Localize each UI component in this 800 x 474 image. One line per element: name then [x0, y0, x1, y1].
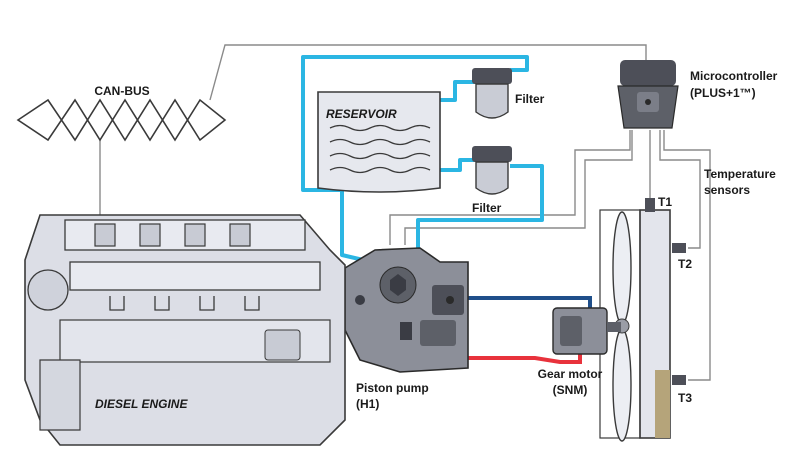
microcontroller-top — [620, 60, 676, 86]
engine-injector — [139, 223, 161, 247]
engine-pulley — [27, 269, 69, 311]
reservoir-tank — [317, 91, 441, 193]
filter-top: Filter — [472, 68, 545, 119]
controller-to-t3-wire — [663, 130, 711, 381]
engine-oil-filter — [39, 359, 81, 431]
piston-pump-shaft — [390, 274, 406, 296]
reservoir-label: RESERVOIR — [326, 107, 397, 121]
reservoir-to-top-filter-line — [440, 80, 476, 102]
microcontroller: Microcontroller (PLUS+1™) — [617, 60, 778, 129]
can-bus-label: CAN-BUS — [94, 84, 149, 98]
microcontroller-model-label: (PLUS+1™) — [690, 86, 756, 100]
sensor-t2: T2 — [672, 243, 692, 271]
filter-bottom-head — [472, 146, 512, 162]
filter-bottom-label: Filter — [472, 201, 502, 215]
gear-motor-shaft — [607, 322, 621, 332]
engine-exhaust-port — [199, 296, 215, 311]
sensor-t3-label: T3 — [678, 391, 692, 405]
can-bus-to-controller-wire — [209, 44, 647, 101]
piston-pump: Piston pump (H1) — [344, 247, 469, 411]
engine-injector — [94, 223, 116, 247]
microcontroller-label: Microcontroller — [690, 69, 778, 83]
piston-pump-bolt — [355, 295, 365, 305]
filter-top-head — [472, 68, 512, 84]
engine-intake-manifold — [69, 261, 321, 291]
engine-exhaust-port — [109, 296, 125, 311]
gear-motor: Gear motor (SNM) — [538, 307, 621, 397]
radiator — [599, 209, 671, 439]
sensor-t1-body — [645, 198, 655, 212]
engine-exhaust-port — [154, 296, 170, 311]
gear-motor-label: Gear motor — [538, 367, 603, 381]
filter-top-canister — [475, 83, 509, 119]
engine-exhaust-port — [244, 296, 260, 311]
can-bus: CAN-BUS — [16, 84, 227, 142]
fan-blade-top — [612, 211, 632, 325]
can-bus-twisted-pair — [16, 98, 227, 142]
radiator-coolant — [655, 370, 670, 438]
diesel-engine: DIESEL ENGINE — [24, 214, 346, 446]
sensor-t2-label: T2 — [678, 257, 692, 271]
filter-top-label: Filter — [515, 92, 545, 106]
temperature-sensors-label: Temperature — [704, 167, 776, 181]
piston-pump-model-label: (H1) — [356, 397, 379, 411]
filter-bottom: Filter — [472, 146, 512, 215]
piston-pump-port — [446, 296, 454, 304]
sensor-t1-label: T1 — [658, 195, 672, 209]
signal-wires — [99, 44, 711, 381]
filter-bottom-canister — [475, 161, 509, 195]
reservoir-fluid-waves — [329, 124, 431, 174]
microcontroller-indicator — [645, 99, 651, 105]
gear-motor-model-label: (SNM) — [553, 383, 588, 397]
controller-to-pump-wire — [389, 130, 631, 245]
engine-exhaust-ports — [109, 296, 260, 311]
piston-pump-connector — [400, 322, 412, 340]
gear-motor-port-block — [560, 316, 582, 346]
engine-injector — [184, 223, 206, 247]
piston-pump-label: Piston pump — [356, 381, 429, 395]
sensor-t3: T3 — [672, 375, 692, 405]
controller-to-t2-wire — [659, 130, 701, 249]
controller-to-pump-wire-2 — [404, 130, 633, 245]
diesel-engine-label: DIESEL ENGINE — [95, 397, 188, 411]
piston-pump-port-block — [420, 320, 456, 346]
fan-blade-bottom — [612, 328, 632, 442]
sensor-t2-body — [672, 243, 686, 253]
engine-injector — [229, 223, 251, 247]
temperature-sensors-label-2: sensors — [704, 183, 750, 197]
sensor-t3-body — [672, 375, 686, 385]
engine-starter — [264, 329, 301, 361]
sensor-t1: T1 — [645, 195, 672, 212]
engine-injectors — [94, 223, 251, 247]
reservoir-to-bottom-filter-line — [440, 158, 476, 172]
reservoir: RESERVOIR — [317, 91, 441, 193]
